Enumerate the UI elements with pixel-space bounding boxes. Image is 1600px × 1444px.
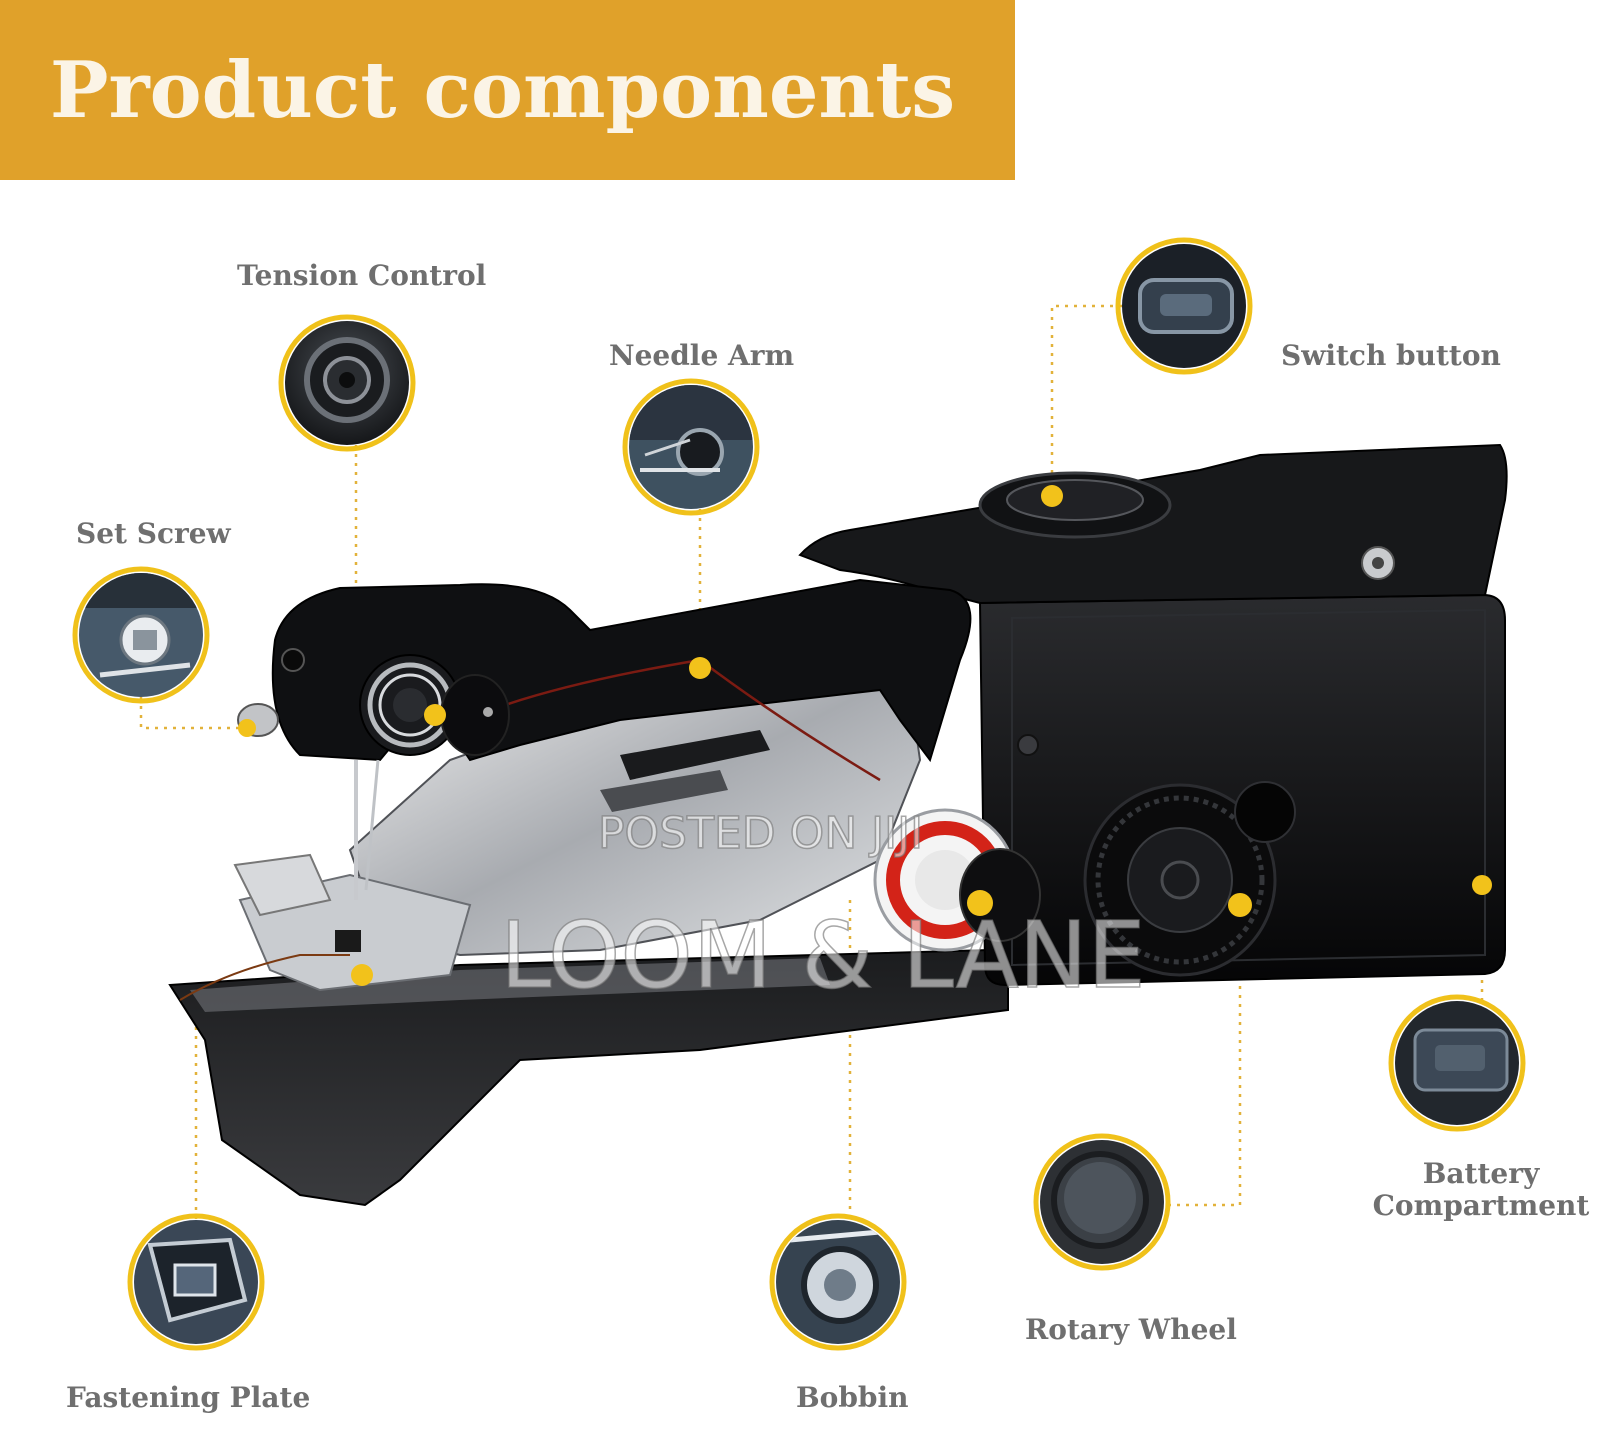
marker-needle-arm <box>689 657 711 679</box>
label-battery-line1: Battery <box>1422 1157 1540 1190</box>
rotary-wheel-icon <box>1033 1133 1171 1271</box>
leader-rotary-wheel <box>1164 905 1242 1207</box>
watermark-brand: LOOM & LANE <box>499 901 1146 1010</box>
marker-battery-compartment <box>1472 875 1492 895</box>
marker-tension-control <box>424 704 446 726</box>
base-highlight <box>190 958 830 1012</box>
label-fastening-plate: Fastening Plate <box>66 1381 311 1414</box>
marker-rotary-wheel <box>1228 893 1252 917</box>
bobbin-icon <box>769 1213 907 1351</box>
battery-cover-icon <box>1388 994 1526 1132</box>
marker-bobbin <box>967 890 993 916</box>
marker-switch-button <box>1041 485 1063 507</box>
label-bobbin: Bobbin <box>796 1381 909 1414</box>
label-rotary-wheel: Rotary Wheel <box>1025 1313 1237 1346</box>
label-switch-button: Switch button <box>1281 339 1501 372</box>
switch-button-icon <box>1115 237 1253 375</box>
set-screw-icon <box>72 566 210 704</box>
label-needle-arm: Needle Arm <box>609 339 795 372</box>
label-set-screw: Set Screw <box>76 517 231 550</box>
marker-dots <box>238 485 1492 986</box>
marker-fastening-plate <box>351 964 373 986</box>
fastening-plate-icon <box>127 1213 265 1351</box>
label-battery-compartment: Battery Compartment <box>1372 1157 1590 1223</box>
label-battery-line2: Compartment <box>1372 1189 1590 1223</box>
page-title: Product components <box>49 44 956 136</box>
label-tension-control: Tension Control <box>237 259 487 292</box>
leader-switch-button <box>1050 304 1122 496</box>
sewing-machine-illustration <box>168 443 1508 1207</box>
needle-arm-icon <box>622 378 760 516</box>
marker-set-screw <box>238 719 256 737</box>
watermark-posted: POSTED ON JIJI <box>597 807 924 860</box>
tension-knob-icon <box>278 314 416 452</box>
header-banner: Product components <box>0 0 1015 180</box>
leader-set-screw <box>139 697 250 730</box>
